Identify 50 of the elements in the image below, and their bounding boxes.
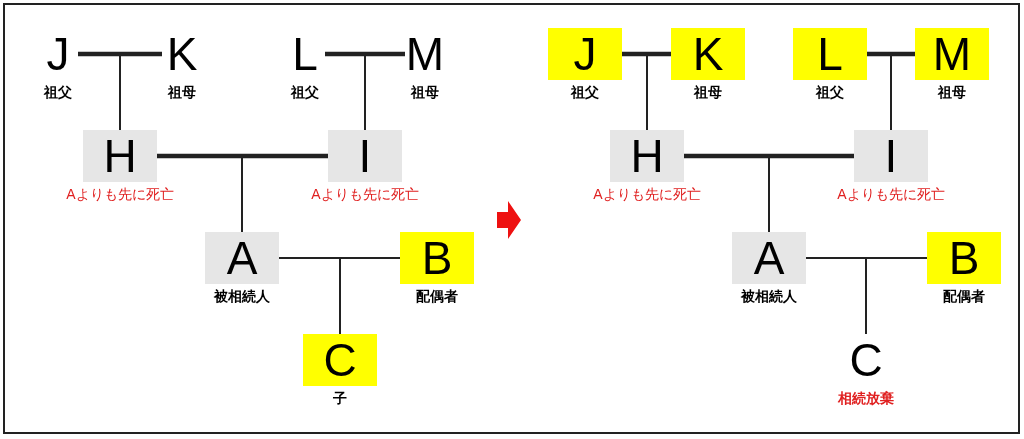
person-letter: L — [817, 31, 843, 77]
person-letter: J — [46, 31, 70, 77]
status-note: 相続放棄 — [838, 391, 894, 405]
person-letter: J — [573, 31, 597, 77]
marriage-line — [324, 51, 406, 57]
person-letter: I — [358, 133, 372, 179]
person-letter: C — [849, 337, 883, 383]
marriage-line — [156, 153, 329, 159]
family-line — [339, 257, 401, 335]
family-line — [865, 257, 928, 335]
marriage-line — [77, 51, 163, 57]
family-line — [768, 155, 855, 233]
family-line — [241, 155, 329, 233]
relation-label: 祖父 — [44, 85, 72, 99]
status-note: Aよりも先に死亡 — [593, 187, 701, 201]
status-note: Aよりも先に死亡 — [837, 187, 945, 201]
person-letter: C — [323, 337, 357, 383]
person-letter: K — [166, 31, 198, 77]
relation-label: 祖母 — [411, 85, 439, 99]
relation-label: 被相続人 — [214, 289, 270, 303]
person-letter: L — [292, 31, 318, 77]
person-letter: M — [405, 31, 445, 77]
family-line — [646, 53, 672, 131]
person-letter: I — [884, 133, 898, 179]
status-note: Aよりも先に死亡 — [66, 187, 174, 201]
person-letter: A — [753, 235, 785, 281]
person-letter: M — [932, 31, 972, 77]
family-line — [364, 53, 406, 131]
relation-label: 子 — [333, 391, 347, 405]
person-letter: B — [948, 235, 980, 281]
marriage-line — [621, 51, 672, 57]
status-note: Aよりも先に死亡 — [311, 187, 419, 201]
person-letter: B — [421, 235, 453, 281]
person-letter: A — [226, 235, 258, 281]
relation-label: 被相続人 — [741, 289, 797, 303]
marriage-line — [866, 51, 916, 57]
relation-label: 祖父 — [291, 85, 319, 99]
family-line — [119, 53, 163, 131]
relation-label: 祖母 — [694, 85, 722, 99]
person-letter: H — [630, 133, 664, 179]
relation-label: 祖父 — [816, 85, 844, 99]
person-letter: K — [692, 31, 724, 77]
person-letter: H — [103, 133, 137, 179]
relation-label: 祖母 — [168, 85, 196, 99]
family-line — [890, 53, 916, 131]
marriage-line — [683, 153, 855, 159]
relation-label: 配偶者 — [416, 289, 458, 303]
relation-label: 配偶者 — [943, 289, 985, 303]
relation-label: 祖母 — [938, 85, 966, 99]
relation-label: 祖父 — [571, 85, 599, 99]
